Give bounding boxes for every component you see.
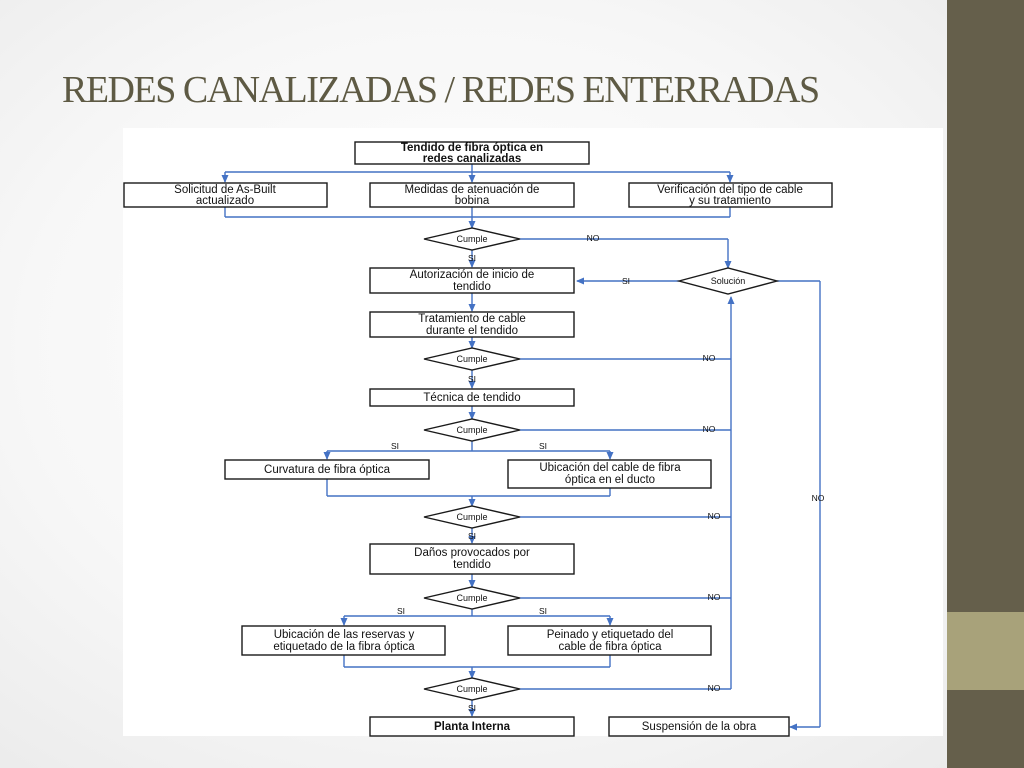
box-verificacion-line-1: Verificación del tipo de cable (657, 184, 803, 196)
label-no: NO (703, 353, 716, 363)
box-start-line-2: redes canalizadas (423, 153, 521, 165)
box-danos: Daños provocados por tendido (369, 543, 575, 575)
box-suspension-line-1: Suspensión de la obra (642, 721, 757, 733)
box-medidas-line-1: Medidas de atenuación de (405, 184, 540, 196)
label-si: SI (468, 531, 476, 541)
label-si: SI (468, 253, 476, 263)
box-tratamiento: Tratamiento de cable durante el tendido (369, 311, 575, 338)
decision-3: Cumple (423, 418, 521, 442)
box-verificacion: Verificación del tipo de cable y su trat… (628, 182, 833, 208)
label-si: SI (622, 276, 630, 286)
box-ubicacion-reservas-line-2: etiquetado de la fibra óptica (273, 641, 415, 653)
box-planta-interna: Planta Interna (369, 716, 575, 737)
label-no: NO (708, 511, 721, 521)
label-si: SI (539, 606, 547, 616)
box-curvatura: Curvatura de fibra óptica (224, 459, 430, 480)
box-planta-interna-line-1: Planta Interna (434, 721, 511, 733)
box-ubicacion-cable-line-1: Ubicación del cable de fibra (539, 462, 681, 474)
decision-2-label: Cumple (456, 354, 487, 364)
decision-3-label: Cumple (456, 425, 487, 435)
decision-4-label: Cumple (456, 512, 487, 522)
box-tecnica: Técnica de tendido (369, 388, 575, 407)
label-si: SI (468, 374, 476, 384)
label-si: SI (391, 441, 399, 451)
label-si: SI (397, 606, 405, 616)
box-medidas-line-2: bobina (455, 195, 490, 207)
label-si: SI (539, 441, 547, 451)
box-autorizacion-line-1: Autorización de inicio de (410, 269, 535, 281)
decision-6-label: Cumple (456, 684, 487, 694)
decision-4: Cumple (423, 505, 521, 529)
decision-solucion-label: Solución (711, 276, 746, 286)
label-no: NO (587, 233, 600, 243)
decision-solucion: Solución (676, 267, 780, 295)
box-medidas: Medidas de atenuación de bobina (369, 182, 575, 208)
box-peinado-line-2: cable de fibra óptica (559, 641, 663, 653)
label-no: NO (812, 493, 825, 503)
label-no: NO (708, 683, 721, 693)
box-tecnica-line-1: Técnica de tendido (423, 392, 520, 404)
box-ubicacion-reservas-line-1: Ubicación de las reservas y (274, 629, 415, 641)
decision-5: Cumple (423, 586, 521, 610)
box-start: Tendido de fibra óptica en redes canaliz… (354, 141, 590, 165)
box-tratamiento-line-1: Tratamiento de cable (418, 313, 526, 325)
box-curvatura-line-1: Curvatura de fibra óptica (264, 464, 391, 476)
box-peinado-line-1: Peinado y etiquetado del (547, 629, 674, 641)
box-ubicacion-cable-line-2: óptica en el ducto (565, 474, 655, 486)
decision-1: Cumple (423, 227, 521, 251)
decision-6: Cumple (423, 677, 521, 701)
box-peinado: Peinado y etiquetado del cable de fibra … (507, 625, 712, 656)
decision-2: Cumple (423, 347, 521, 371)
box-start-line-1: Tendido de fibra óptica en (401, 142, 543, 154)
box-suspension: Suspensión de la obra (608, 716, 790, 737)
decision-1-label: Cumple (456, 234, 487, 244)
side-bar-accent (947, 612, 1024, 690)
slide-title: REDES CANALIZADAS / REDES ENTERRADAS (62, 69, 820, 111)
box-ubicacion-cable: Ubicación del cable de fibra óptica en e… (507, 459, 712, 489)
box-as-built-line-2: actualizado (196, 195, 254, 207)
box-as-built-line-1: Solicitud de As-Built (174, 184, 276, 196)
box-tratamiento-line-2: durante el tendido (426, 325, 518, 337)
connectors (221, 164, 821, 731)
label-si: SI (468, 703, 476, 713)
box-as-built: Solicitud de As-Built actualizado (123, 182, 328, 208)
label-no: NO (708, 592, 721, 602)
box-autorizacion: Autorización de inicio de tendido (369, 267, 575, 294)
box-danos-line-2: tendido (453, 559, 491, 571)
connector-labels: NO SI SI NO SI NO SI SI NO SI NO SI SI N… (391, 233, 825, 713)
box-verificacion-line-2: y su tratamiento (689, 195, 771, 207)
box-danos-line-1: Daños provocados por (414, 547, 530, 559)
box-ubicacion-reservas: Ubicación de las reservas y etiquetado d… (241, 625, 446, 656)
decision-5-label: Cumple (456, 593, 487, 603)
box-autorizacion-line-2: tendido (453, 281, 491, 293)
label-no: NO (703, 424, 716, 434)
